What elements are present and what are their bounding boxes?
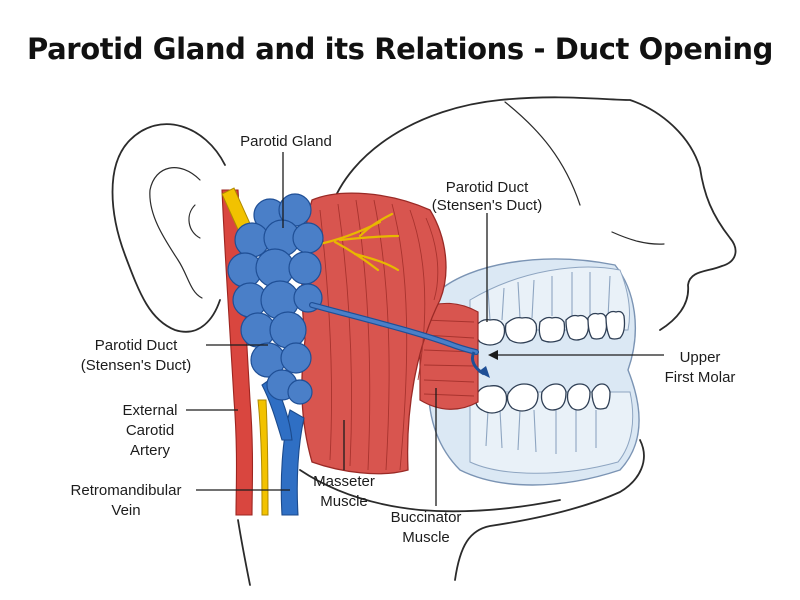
upper-roots <box>487 272 611 321</box>
duct-opening-arrowhead <box>478 366 490 378</box>
parotid-duct-fill <box>310 303 478 354</box>
label-buccinator-2: Muscle <box>402 529 450 546</box>
label-duct-left-1: Parotid Duct <box>95 337 178 354</box>
label-buccinator-1: Buccinator <box>391 509 462 526</box>
leader-molar-arrowhead <box>488 350 498 360</box>
label-duct-top-1: Parotid Duct <box>446 179 529 196</box>
buccinator-muscle <box>419 302 479 410</box>
ear-outline <box>111 123 226 333</box>
ear-inner-fold <box>149 167 203 299</box>
label-duct-top-2: (Stensen's Duct) <box>432 197 542 214</box>
jaw-outline <box>299 469 561 513</box>
label-molar-1: Upper <box>680 349 721 366</box>
neck-outline <box>237 519 251 586</box>
label-parotid-gland: Parotid Gland <box>240 133 332 150</box>
ear-canal <box>188 204 201 239</box>
face-profile-outline <box>329 96 737 581</box>
label-vein-2: Vein <box>111 502 140 519</box>
buccinator-striations <box>423 319 475 397</box>
label-artery-1: External <box>122 402 177 419</box>
upper-teeth <box>474 310 626 346</box>
nasolabial-line <box>611 231 665 245</box>
masseter-muscle <box>301 192 447 475</box>
label-artery-3: Artery <box>130 442 171 459</box>
label-artery-2: Carotid <box>126 422 174 439</box>
cheek-line <box>504 101 581 206</box>
lower-teeth <box>474 383 611 414</box>
page-title: Parotid Gland and its Relations - Duct O… <box>27 32 773 66</box>
lower-roots <box>485 409 597 454</box>
label-duct-left-2: (Stensen's Duct) <box>81 357 191 374</box>
lower-gum <box>469 391 634 474</box>
label-vein-1: Retromandibular <box>71 482 182 499</box>
label-masseter-1: Masseter <box>313 473 375 490</box>
label-molar-2: First Molar <box>665 369 736 386</box>
facial-nerve-trunk <box>257 399 269 516</box>
label-masseter-2: Muscle <box>320 493 368 510</box>
